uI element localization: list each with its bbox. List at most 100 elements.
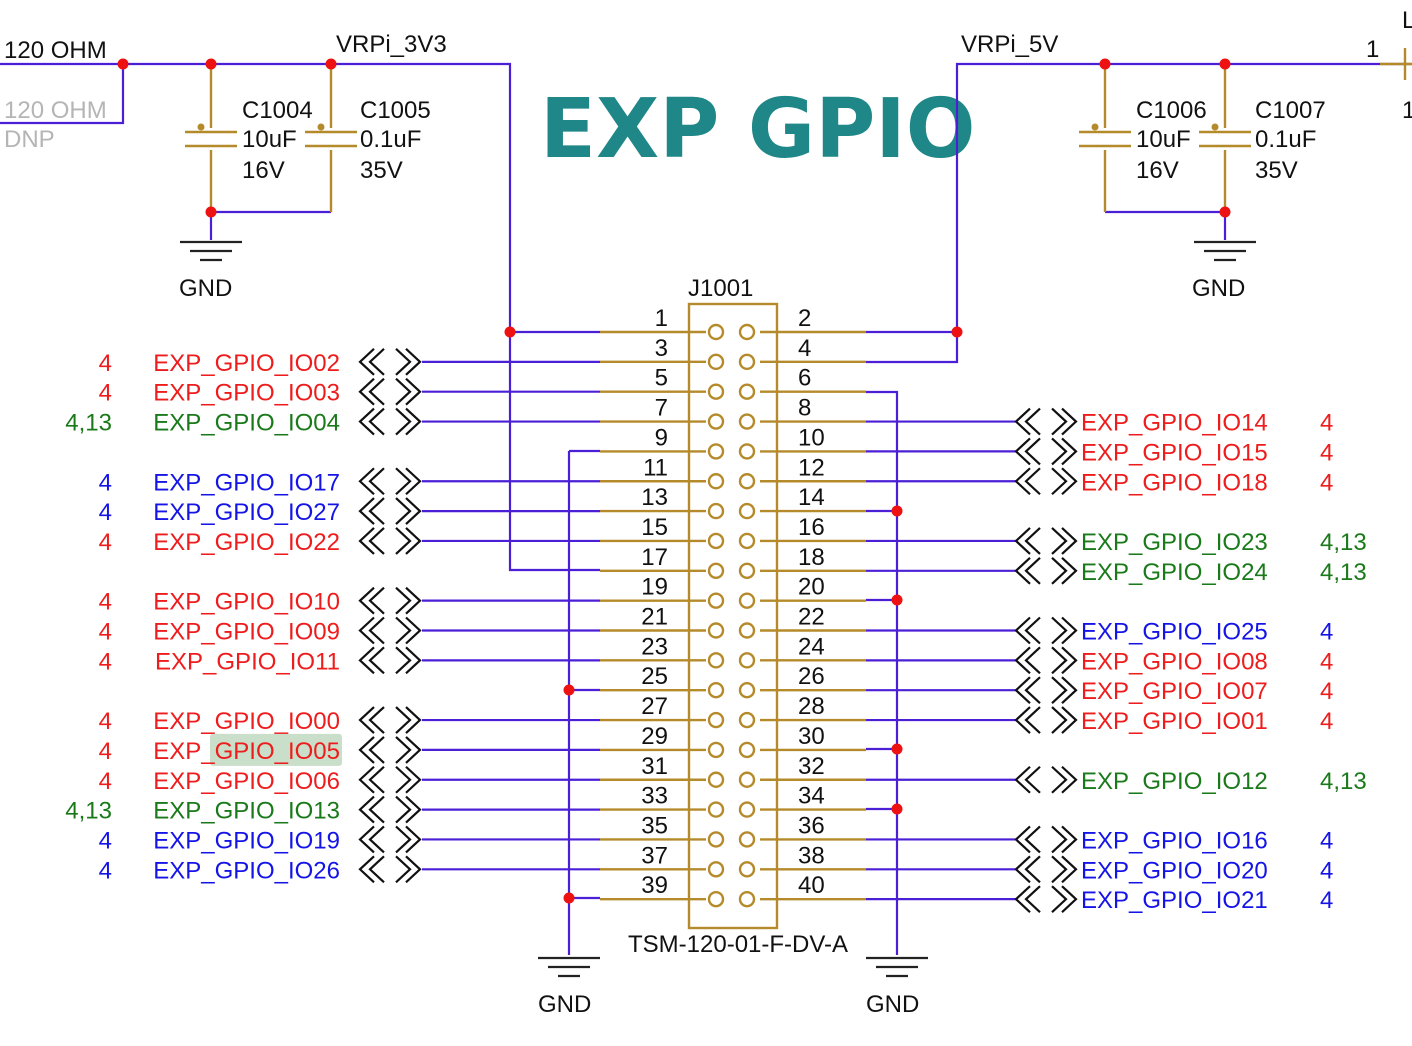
signal-name[interactable]: EXP_GPIO_IO17 — [153, 469, 340, 496]
right-signal: EXP_GPIO_IO24 4,13 — [866, 556, 1367, 586]
sheet-ref: 4,13 — [1320, 559, 1367, 586]
signal-name[interactable]: EXP_GPIO_IO15 — [1081, 439, 1268, 466]
bidir-port-icon — [1014, 407, 1078, 436]
signal-name[interactable]: EXP_GPIO_IO18 — [1081, 469, 1268, 496]
pin-pad — [707, 592, 725, 609]
pin-pad — [707, 831, 725, 848]
pin-pad — [707, 443, 725, 460]
sheet-ref: 4 — [99, 708, 112, 735]
inductor-ref-label: L — [1402, 7, 1412, 34]
pin-number-odd: 9 — [655, 424, 668, 451]
cap-value: 0.1uF — [1255, 126, 1316, 153]
signal-name[interactable]: EXP_GPIO_IO22 — [153, 529, 340, 556]
signal-name[interactable]: EXP_GPIO_IO06 — [153, 768, 340, 795]
capacitor-c1004: C1004 10uF 16V — [185, 97, 313, 184]
pin-pad — [738, 473, 756, 490]
pin-pad — [738, 831, 756, 848]
pin-number-odd: 39 — [641, 872, 668, 899]
pin-pad — [707, 682, 725, 699]
bidir-port-icon — [1014, 437, 1078, 466]
left-ground-taps — [569, 688, 600, 900]
pin-pad — [738, 652, 756, 669]
signal-name[interactable]: EXP_GPIO_IO10 — [153, 589, 340, 616]
signal-name[interactable]: EXP_GPIO_IO12 — [1081, 768, 1268, 795]
signal-name[interactable]: EXP_GPIO_IO03 — [153, 380, 340, 407]
pin-number-odd: 25 — [641, 663, 668, 690]
rail-5v-label: VRPi_5V — [961, 31, 1058, 58]
signal-name[interactable]: EXP_GPIO_IO13 — [153, 798, 340, 825]
signal-name[interactable]: EXP_GPIO_IO20 — [1081, 857, 1268, 884]
bidir-port-icon — [358, 706, 422, 734]
capacitor-c1005: C1005 0.1uF 35V — [305, 97, 431, 184]
cap-value: 0.1uF — [360, 126, 421, 153]
pin-number-even: 16 — [798, 514, 825, 541]
sheet-ref: 4,13 — [1320, 529, 1367, 556]
gnd-label: GND — [1192, 275, 1245, 302]
ground-symbol — [1194, 240, 1256, 262]
pin-number-odd: 3 — [655, 335, 668, 362]
left-signal-nets: EXP_GPIO_IO024EXP_GPIO_IO034EXP_GPIO_IO0… — [65, 348, 600, 884]
signal-name[interactable]: EXP_GPIO_IO08 — [1081, 648, 1268, 675]
pin-number-even: 12 — [798, 454, 825, 481]
ground-symbol — [180, 240, 242, 262]
bidir-port-icon — [358, 855, 422, 884]
pin-pad — [707, 353, 725, 371]
pin-number-odd: 27 — [641, 693, 668, 720]
pin-number-even: 6 — [798, 365, 811, 392]
pin-pad — [707, 383, 725, 400]
connector-part: TSM-120-01-F-DV-A — [628, 931, 848, 958]
cap-voltage: 16V — [242, 157, 285, 184]
signal-name[interactable]: EXP_GPIO_IO19 — [153, 827, 340, 854]
signal-name[interactable]: EXP_GPIO_IO00 — [153, 708, 340, 735]
resistor-alt-label: 120 OHM — [4, 97, 107, 124]
pin-number-odd: 21 — [641, 604, 668, 631]
signal-name[interactable]: EXP_GPIO_IO04 — [153, 410, 340, 437]
signal-name[interactable]: EXP_GPIO_IO14 — [1081, 410, 1268, 437]
pin-pad — [738, 741, 756, 759]
signal-name[interactable]: EXP_GPIO_IO11 — [155, 648, 340, 675]
signal-name[interactable]: EXP_GPIO_IO23 — [1081, 529, 1268, 556]
sheet-ref: 4 — [99, 738, 112, 765]
bidir-port-icon — [1014, 855, 1078, 884]
pin-pad — [738, 502, 756, 520]
left-ground-net — [567, 449, 600, 955]
bidir-port-icon — [358, 348, 422, 376]
signal-name[interactable]: EXP_GPIO_IO07 — [1081, 678, 1268, 705]
signal-name[interactable]: EXP_GPIO_IO21 — [1081, 887, 1268, 914]
sheet-ref: 4,13 — [65, 798, 112, 825]
bidir-port-icon — [358, 646, 422, 675]
signal-name[interactable]: EXP_GPIO_IO09 — [153, 619, 340, 646]
bidir-port-icon — [1014, 646, 1078, 675]
pin-number-odd: 31 — [641, 753, 668, 780]
signal-name[interactable]: EXP_GPIO_IO25 — [1081, 619, 1268, 646]
capacitor-c1007: C1007 0.1uF 35V — [1199, 97, 1326, 184]
bidir-port-icon — [1014, 885, 1078, 913]
signal-name[interactable]: EXP_GPIO_IO02 — [153, 350, 340, 377]
signal-name[interactable]: EXP_GPIO_IO05 — [153, 738, 340, 765]
bidir-port-icon — [1014, 706, 1078, 734]
left-cap-leads — [209, 64, 333, 212]
signal-name[interactable]: EXP_GPIO_IO16 — [1081, 827, 1268, 854]
signal-name[interactable]: EXP_GPIO_IO26 — [153, 857, 340, 884]
pin-pad — [738, 532, 756, 550]
bidir-port-icon — [1014, 467, 1078, 496]
bidir-port-icon — [1014, 676, 1078, 705]
pin-number-even: 28 — [798, 693, 825, 720]
pin-pad — [707, 861, 725, 878]
signal-name[interactable]: EXP_GPIO_IO27 — [153, 499, 340, 526]
pin-number-odd: 15 — [641, 514, 668, 541]
pin-pad — [707, 622, 725, 639]
rail-5v-wire — [866, 62, 1412, 334]
signal-name[interactable]: EXP_GPIO_IO24 — [1081, 559, 1268, 586]
right-signal: EXP_GPIO_IO12 4,13 — [866, 765, 1367, 795]
sheet-ref: 4 — [1320, 678, 1333, 705]
signal-name[interactable]: EXP_GPIO_IO01 — [1081, 708, 1268, 735]
sheet-ref: 4,13 — [1320, 768, 1367, 795]
